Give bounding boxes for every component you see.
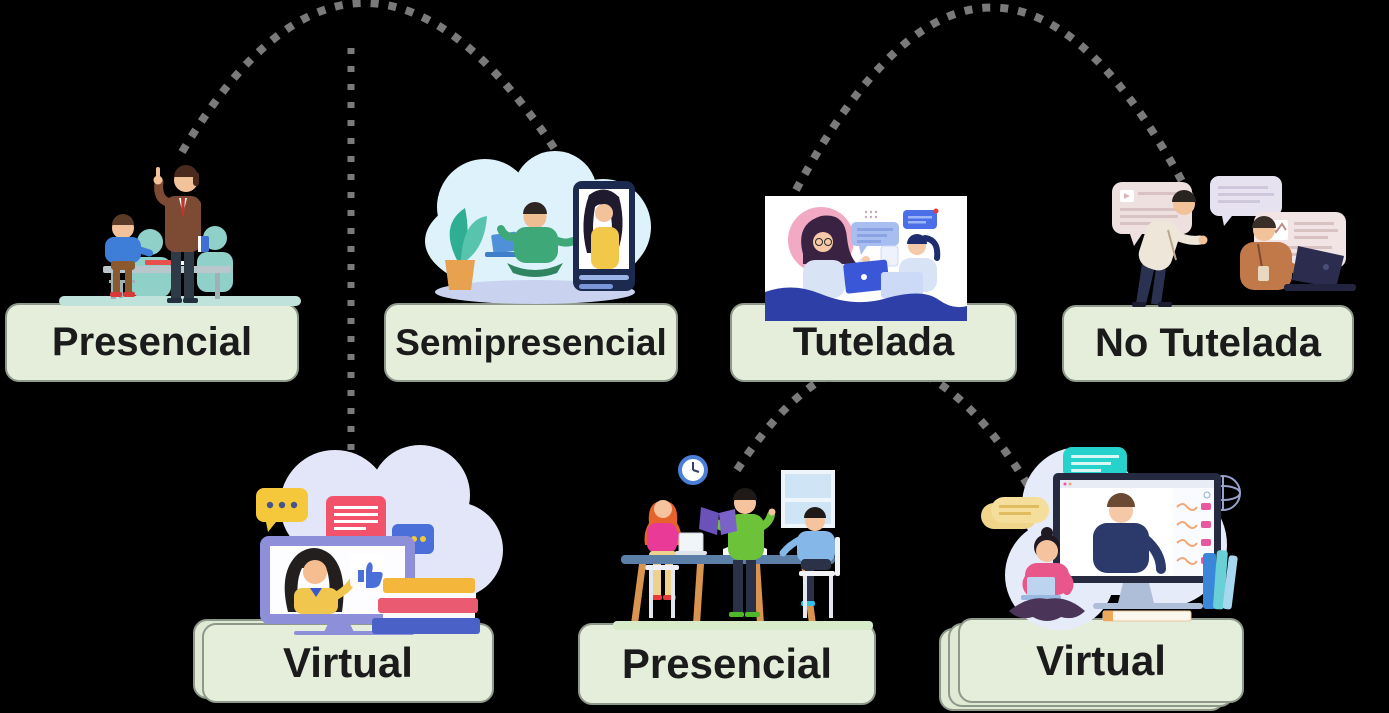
speech-bubble-yellow [256, 488, 308, 532]
illustration-mentor-pointing-student-laptop [1112, 176, 1356, 307]
label-virtual-right: Virtual [958, 618, 1244, 703]
teacher-figure [153, 165, 209, 303]
wall-clock-icon [678, 455, 708, 485]
illustration-student-video-call-phone [425, 151, 651, 304]
woman-figure [1009, 527, 1085, 621]
desk-wave [765, 287, 967, 321]
label-semipresencial-text: Semipresencial [395, 321, 667, 363]
thumbs-up-icon [358, 562, 383, 588]
label-no-tutelada: No Tutelada [1062, 305, 1354, 382]
label-no-tutelada-text: No Tutelada [1095, 321, 1321, 365]
student-figure [105, 214, 154, 298]
floor [613, 621, 873, 630]
book-stack [372, 578, 480, 634]
label-presencial-top-text: Presencial [51, 320, 253, 364]
illustration-woman-laptop-video-lesson [981, 447, 1241, 630]
laptop [1284, 246, 1356, 291]
laptop-light [881, 272, 923, 298]
plant [445, 208, 487, 290]
speech-bubble-play [1112, 182, 1192, 246]
connector-arc-presencial-semipresencial [178, 0, 566, 163]
illustration-teacher-lecturing-student-at-desk [59, 165, 301, 306]
illustration-two-women-meeting-laptops [765, 196, 967, 321]
male-student [779, 507, 840, 618]
monitor-video-call [1053, 473, 1221, 609]
label-semipresencial: Semipresencial [384, 303, 678, 382]
books [1102, 550, 1238, 622]
woman-right [899, 234, 941, 292]
mentor-figure [1132, 190, 1208, 307]
label-presencial-bottom-text: Presencial [621, 640, 833, 687]
speech-bubble-top [1210, 176, 1282, 226]
label-presencial-top: Presencial [5, 303, 299, 382]
label-presencial-bottom: Presencial [578, 623, 876, 705]
illustration-teacher-students-table [613, 455, 873, 630]
label-virtual-right-text: Virtual [1036, 636, 1166, 684]
label-virtual-left-text: Virtual [283, 639, 413, 686]
teacher-figure [699, 488, 776, 617]
illustration-teacher-on-monitor-books [256, 445, 503, 635]
label-virtual-left: Virtual [202, 623, 494, 703]
label-tutelada-text: Tutelada [792, 320, 955, 364]
student-figure [497, 202, 577, 277]
phone-with-teacher [573, 181, 635, 291]
monitor-with-teacher [260, 536, 415, 635]
laptop-logo [861, 274, 867, 280]
speech-bubbles [851, 208, 939, 267]
speech-bubble-yellow [981, 497, 1049, 529]
laptop [675, 532, 707, 555]
